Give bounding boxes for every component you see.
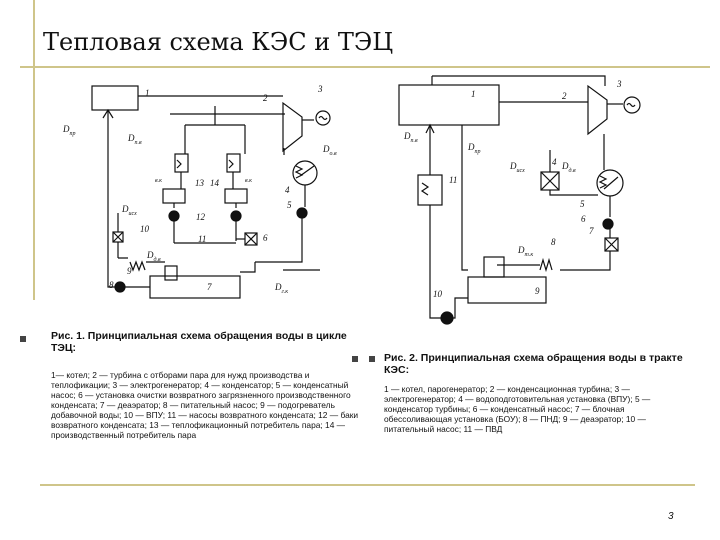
fig1-label-10: 10 bbox=[140, 224, 150, 234]
fig2-bullet bbox=[369, 356, 375, 362]
fig2-label-11: 11 bbox=[449, 175, 457, 185]
fig1-label-1: 1 bbox=[145, 88, 150, 98]
fig1-bullet-1 bbox=[20, 336, 26, 342]
fig2-turbine bbox=[587, 84, 608, 136]
fig1-tank-12a bbox=[162, 188, 186, 204]
fig1-schematic bbox=[91, 85, 331, 299]
fig2-label-2: 2 bbox=[562, 91, 567, 101]
fig2-label-7: 7 bbox=[589, 226, 594, 236]
fig2-label-4: 4 bbox=[552, 157, 557, 167]
fig1-turbine bbox=[282, 101, 303, 153]
fig1-labels: 1 2 3 4 5 6 7 8 9 10 11 12 13 14 Dпр Dп.… bbox=[62, 84, 337, 295]
fig2-label-3: 3 bbox=[616, 79, 622, 89]
fig1-D-dv: Dд.в bbox=[146, 250, 161, 263]
fig2-schematic bbox=[398, 75, 641, 325]
fig1-D-gk: Dг.к bbox=[274, 282, 288, 295]
fig2-D-pr: Dпр bbox=[467, 142, 481, 155]
fig1-label-14: 14 bbox=[210, 178, 220, 188]
decor-vertical-line bbox=[33, 0, 35, 300]
fig1-heading: Рис. 1. Принципиальная схема обращения в… bbox=[51, 330, 347, 354]
fig1-D-isch: Dисх bbox=[121, 204, 137, 217]
fig2-D-isch: Dисх bbox=[509, 161, 525, 174]
fig1-label-2: 2 bbox=[263, 93, 268, 103]
fig1-return-pump-a bbox=[168, 210, 180, 222]
fig1-consumer-14 bbox=[226, 153, 241, 173]
fig2-deaerator bbox=[467, 276, 547, 304]
fig1-D-vk-a: в.к bbox=[155, 178, 162, 184]
fig2-D-dv: Dд.в bbox=[561, 161, 576, 174]
fig1-label-4: 4 bbox=[285, 185, 290, 195]
fig1-deaerator-head bbox=[164, 265, 178, 281]
fig1-D-pv: Dп.в bbox=[127, 133, 142, 146]
fig2-lpheater bbox=[539, 257, 553, 273]
fig1-D-ov: Dо.в bbox=[322, 144, 337, 157]
fig1-generator bbox=[315, 110, 331, 126]
fig1-tank-12b bbox=[224, 188, 248, 204]
fig1-label-3: 3 bbox=[317, 84, 323, 94]
decor-footer-line bbox=[40, 484, 695, 486]
fig2-legend: 1 — котел, парогенератор; 2 — конденсаци… bbox=[384, 384, 651, 434]
fig1-label-12: 12 bbox=[196, 212, 206, 222]
fig2-label-8: 8 bbox=[551, 237, 556, 247]
fig1-deaerator bbox=[149, 275, 241, 299]
fig2-condensate-pump bbox=[602, 218, 614, 230]
fig2-labels: 1 2 3 4 5 6 7 8 9 10 11 Dп.в Dпр Dисх Dд… bbox=[403, 79, 622, 299]
fig1-return-pump-b bbox=[230, 210, 242, 222]
fig2-D-pv: Dп.в bbox=[403, 131, 418, 144]
fig2-bou bbox=[604, 237, 619, 252]
fig1-boiler bbox=[91, 85, 139, 111]
fig1-feed-pump bbox=[114, 281, 126, 293]
fig1-label-5: 5 bbox=[287, 200, 292, 210]
fig2-label-9: 9 bbox=[535, 286, 540, 296]
fig1-heater bbox=[129, 260, 146, 272]
fig1-condensate-pump bbox=[296, 207, 308, 219]
fig1-label-6: 6 bbox=[263, 233, 268, 243]
fig1-label-9: 9 bbox=[127, 266, 132, 276]
fig2-heading: Рис. 2. Принципиальная схема обращения в… bbox=[384, 352, 683, 376]
fig2-D-tk: Dт.к bbox=[517, 245, 533, 258]
fig1-label-7: 7 bbox=[207, 282, 212, 292]
fig1-D-pr: Dпр bbox=[62, 124, 76, 137]
fig1-bullet-2 bbox=[352, 356, 358, 362]
fig1-label-13: 13 bbox=[195, 178, 205, 188]
fig2-label-1: 1 bbox=[471, 89, 476, 99]
fig2-hpheater bbox=[417, 174, 443, 206]
fig2-label-10: 10 bbox=[433, 289, 443, 299]
fig2-feed-pump bbox=[440, 311, 454, 325]
fig2-label-6: 6 bbox=[581, 214, 586, 224]
fig1-label-8: 8 bbox=[109, 280, 114, 290]
slide-title: Тепловая схема КЭС и ТЭЦ bbox=[43, 28, 394, 56]
fig2-generator bbox=[623, 96, 641, 114]
fig1-legend: 1— котел; 2 — турбина с отборами пара дл… bbox=[51, 370, 359, 440]
fig2-boiler bbox=[398, 84, 500, 126]
fig1-consumer-13 bbox=[174, 153, 189, 173]
fig2-label-5: 5 bbox=[580, 199, 585, 209]
decor-title-underline bbox=[20, 66, 710, 68]
fig1-D-vk-b: в.к bbox=[245, 178, 252, 184]
page-number: 3 bbox=[668, 511, 674, 522]
fig1-label-11: 11 bbox=[198, 234, 206, 244]
fig2-deaerator-head bbox=[483, 256, 505, 278]
